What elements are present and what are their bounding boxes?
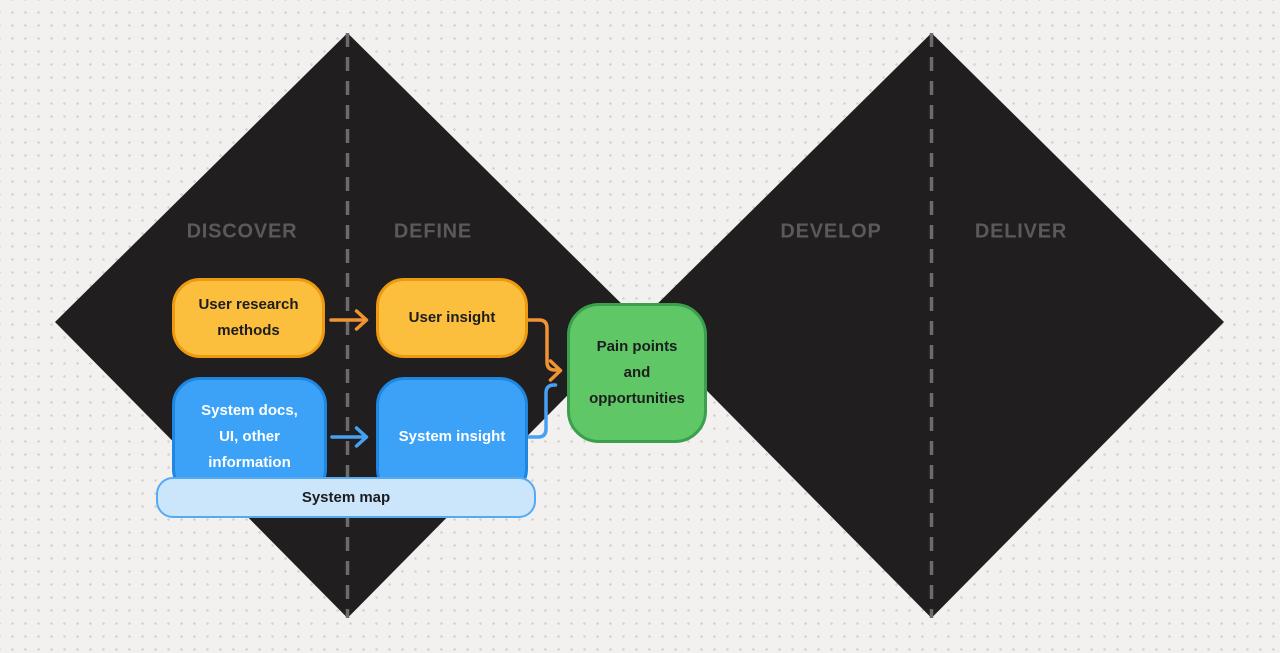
arrow-docs-to-system-insight-head xyxy=(354,426,369,448)
arrow-to-painpoints-head xyxy=(548,359,563,382)
node-system-map: System map xyxy=(156,477,536,518)
arrow-user-insight-to-painpoints xyxy=(526,318,559,372)
phase-label-develop: DEVELOP xyxy=(780,220,882,243)
node-pain-points-opportunities: Pain points and opportunities xyxy=(567,303,707,443)
phase-label-discover: DISCOVER xyxy=(186,220,298,243)
phase-label-deliver: DELIVER xyxy=(974,220,1068,243)
discover-define-diamond xyxy=(55,33,640,618)
phase-label-define: DEFINE xyxy=(393,220,473,243)
develop-deliver-diamond xyxy=(639,33,1224,618)
node-user-insight: User insight xyxy=(376,278,528,358)
arrow-research-to-insight-head xyxy=(354,309,369,331)
arrow-system-insight-to-painpoints xyxy=(526,383,558,439)
node-user-research-methods: User research methods xyxy=(172,278,325,358)
